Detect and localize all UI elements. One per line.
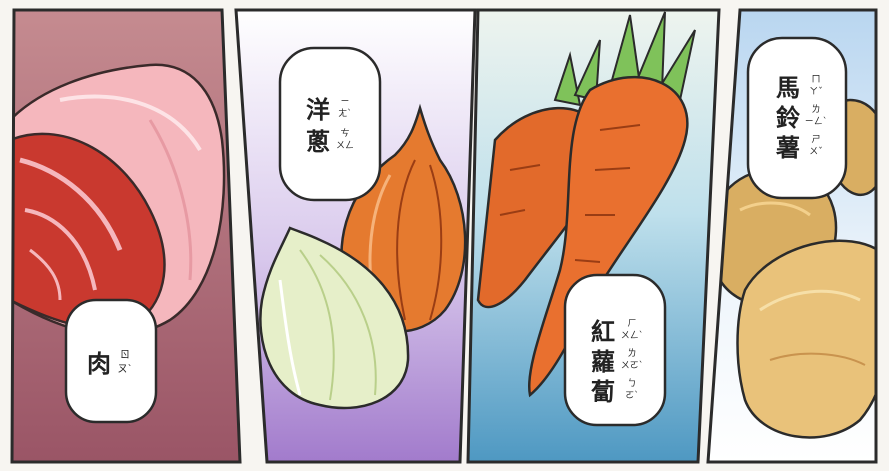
speech-bubble-potato: 馬 鈴 薯 ㄇ ㄚˇ ㄌ ㄧㄥ` ㄕ ㄨˇ [746, 36, 848, 200]
word-meat: 肉 [87, 349, 111, 378]
bopomofo-onion-1: ㄤ` [338, 108, 352, 119]
bopomofo-potato-0: ㄇ [811, 75, 820, 85]
bopomofo-carrot-2: ㄌ [627, 348, 636, 359]
meat-illustration [12, 63, 226, 337]
word-carrot-char3: 蔔 [591, 377, 615, 406]
bopomofo-onion-3: ㄨㄥ [336, 140, 354, 151]
potato-illustration [709, 98, 876, 439]
bopomofo-potato-5: ㄨˇ [809, 146, 823, 157]
speech-bubble-meat: 肉 ㄖ ㄡ` [64, 298, 158, 424]
word-potato-char2: 鈴 [776, 103, 801, 132]
bopomofo-carrot-0: ㄏ [627, 319, 636, 329]
word-carrot-char1: 紅 [591, 317, 615, 346]
bopomofo-carrot-5: ㄛ` [625, 390, 639, 401]
word-carrot-char2: 蘿 [591, 347, 615, 376]
bopomofo-potato-4: ㄕ [811, 135, 820, 145]
word-potato-char3: 薯 [776, 133, 800, 162]
speech-bubble-carrot: 紅 蘿 蔔 ㄏ ㄨㄥ` ㄌ ㄨㄛ` ㄅ ㄛ` [563, 273, 667, 427]
panel-carrot: 紅 蘿 蔔 ㄏ ㄨㄥ` ㄌ ㄨㄛ` ㄅ ㄛ` [466, 8, 721, 464]
panel-onion: 洋 蔥 ㄧ ㄤ` ㄘ ㄨㄥ [234, 8, 477, 464]
bopomofo-onion-2: ㄘ [340, 127, 349, 139]
speech-bubble-onion: 洋 蔥 ㄧ ㄤ` ㄘ ㄨㄥ [278, 46, 382, 202]
word-onion-char1: 洋 [306, 95, 330, 124]
bopomofo-meat-1: ㄡ` [118, 363, 133, 375]
word-onion-char2: 蔥 [306, 127, 330, 156]
bopomofo-carrot-1: ㄨㄥ` [621, 330, 644, 341]
bopomofo-potato-1: ㄚˇ [809, 86, 823, 97]
bopomofo-carrot-3: ㄨㄛ` [621, 360, 644, 371]
bopomofo-meat-0: ㄖ [120, 350, 130, 361]
bopomofo-potato-3: ㄧㄥ` [805, 116, 828, 127]
word-potato-char1: 馬 [776, 73, 800, 102]
bopomofo-onion-0: ㄧ [340, 97, 349, 107]
bopomofo-carrot-4: ㄅ [627, 378, 636, 389]
panel-meat: 肉 ㄖ ㄡ` [10, 8, 242, 464]
onion-illustration [259, 103, 467, 410]
bopomofo-potato-2: ㄌ [811, 104, 820, 115]
panel-potato: 馬 鈴 薯 ㄇ ㄚˇ ㄌ ㄧㄥ` ㄕ ㄨˇ [706, 8, 878, 464]
